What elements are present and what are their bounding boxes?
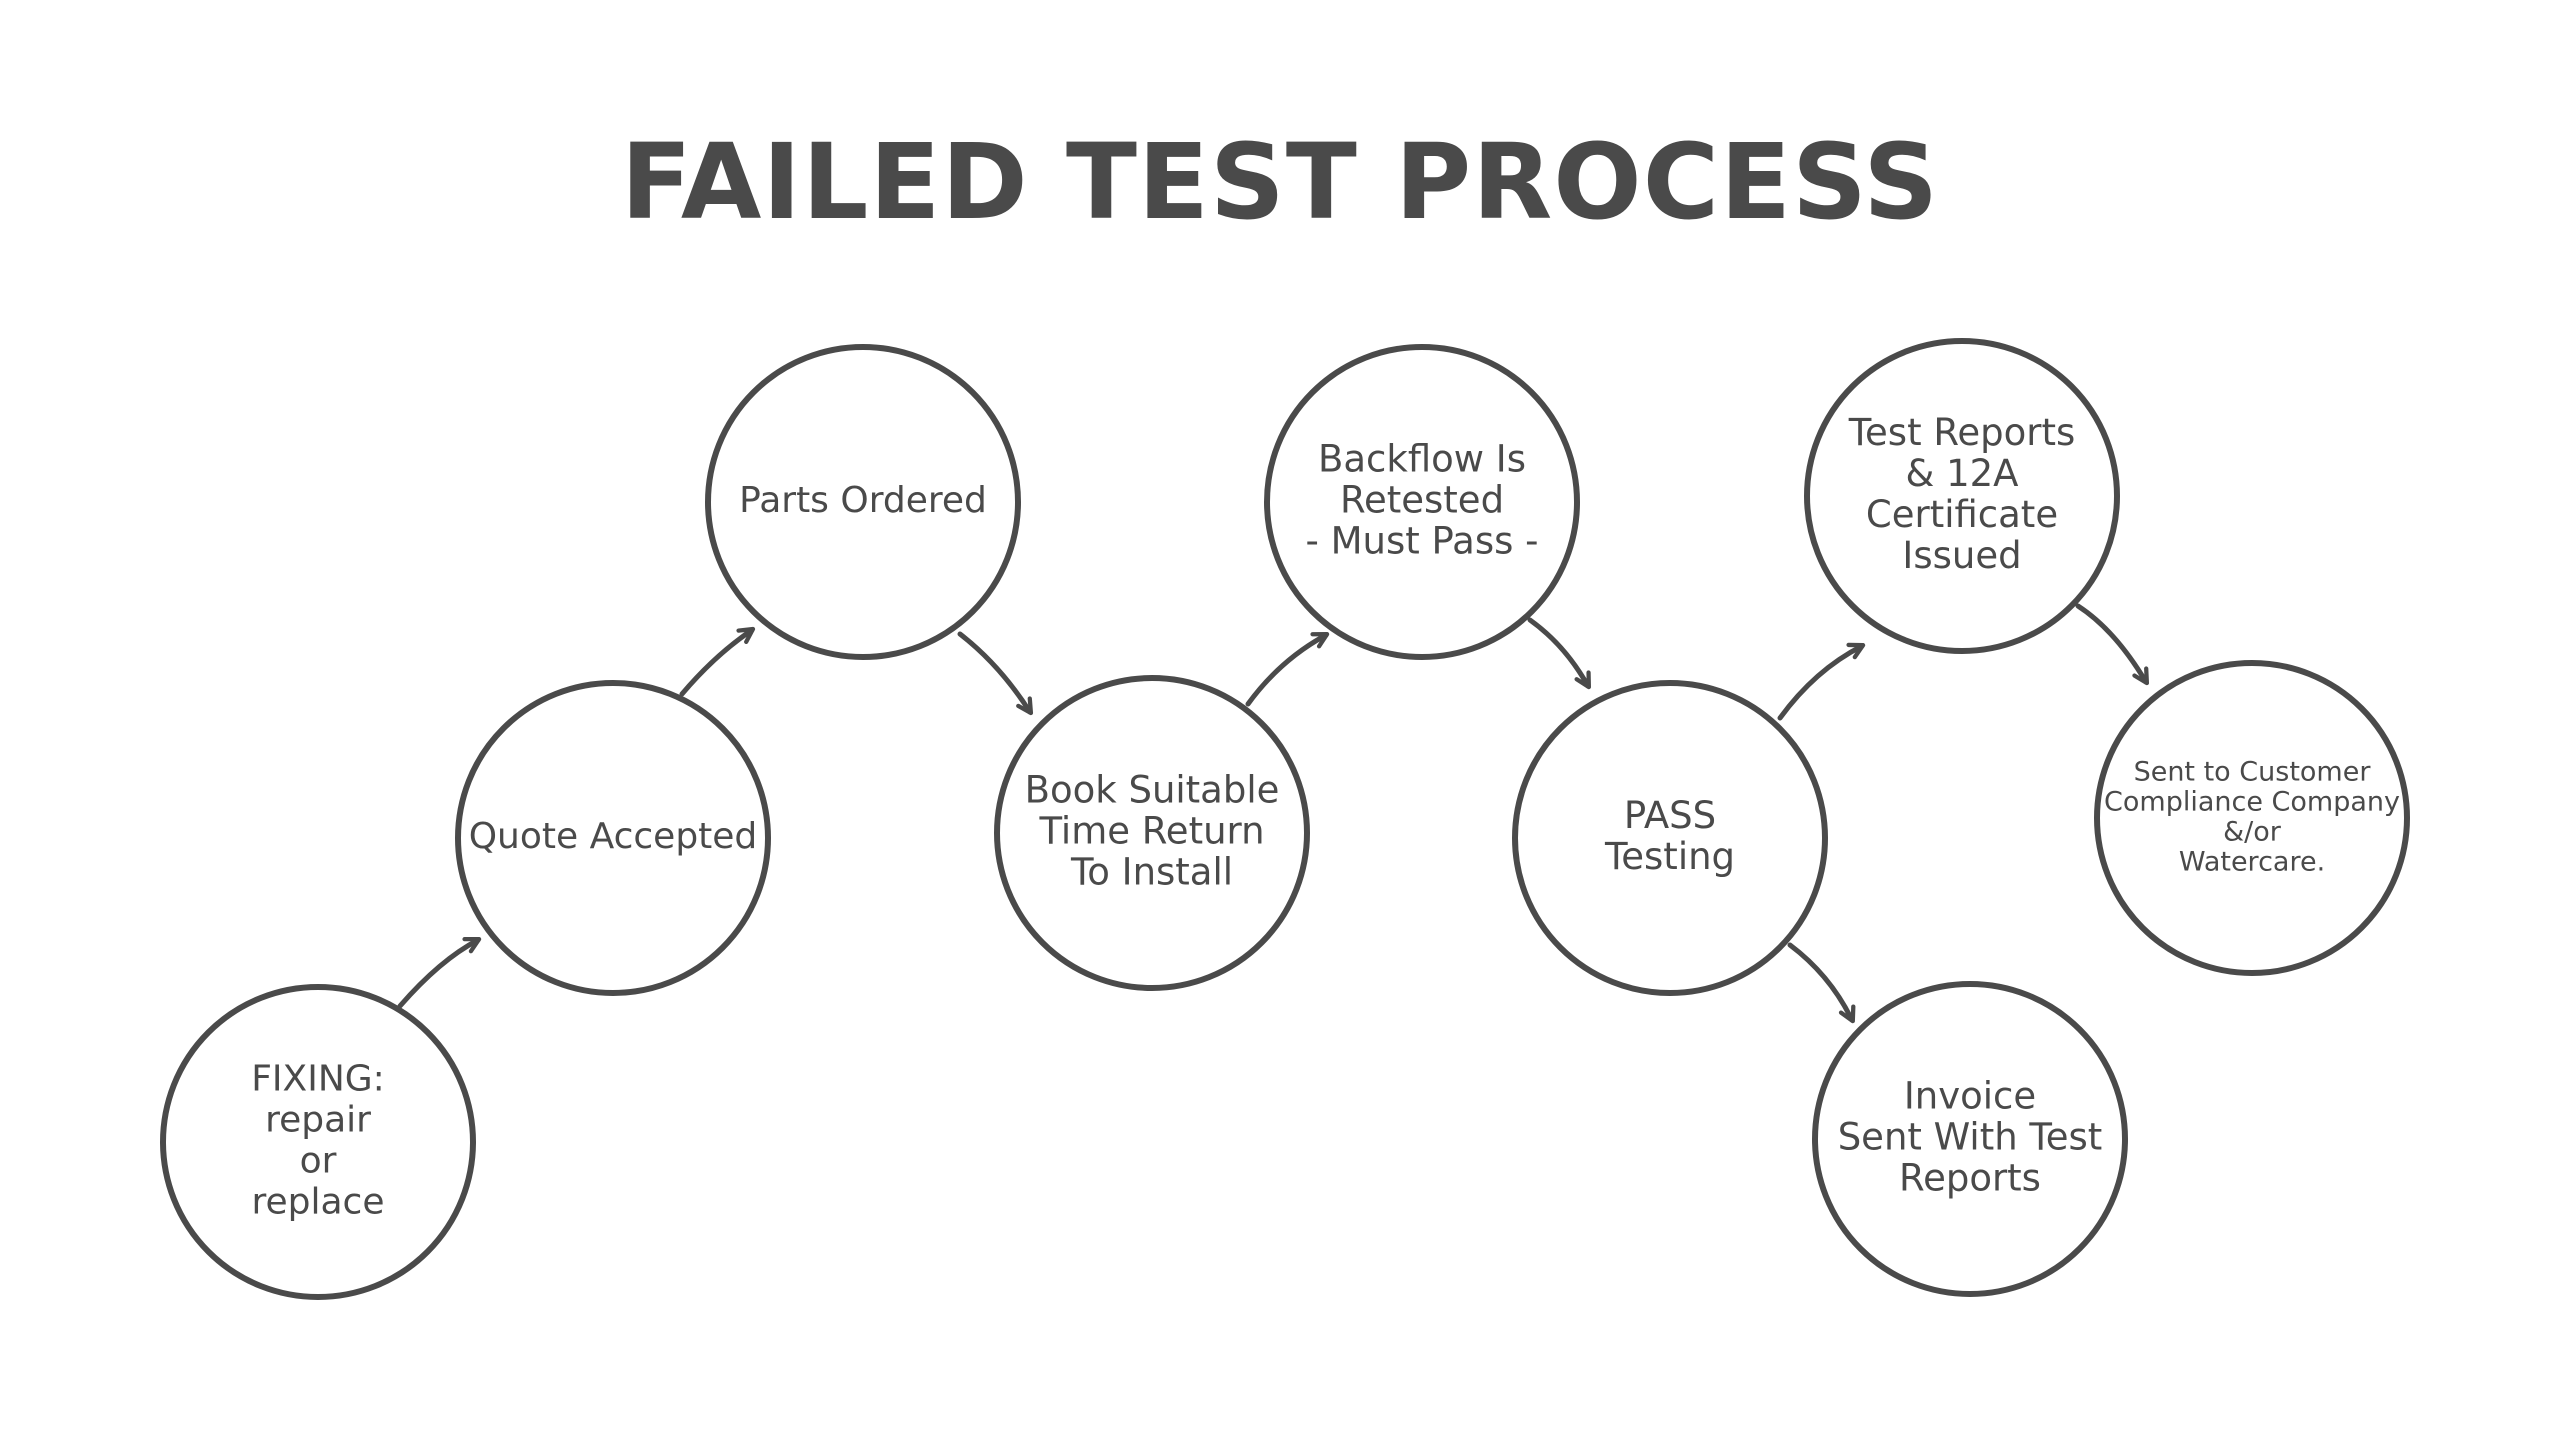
node-label-line: To Install <box>1070 851 1233 894</box>
node-label-line: Test Reports <box>1848 411 2076 454</box>
node-label-line: Issued <box>1902 534 2021 577</box>
node-label-line: Parts Ordered <box>739 480 987 521</box>
node-label-line: Invoice <box>1904 1075 2036 1118</box>
arrow-test-reports-issued-to-sent-to-customer <box>2075 603 2150 686</box>
node-label-line: Retested <box>1340 479 1504 522</box>
arrow-book-suitable-time-to-backflow-retested <box>1245 632 1330 707</box>
node-label-line: & 12A <box>1905 452 2018 495</box>
arrow-backflow-retested-to-pass-testing <box>1527 617 1591 690</box>
node-label-line: Book Suitable <box>1025 769 1280 812</box>
arrow-parts-ordered-to-book-suitable-time <box>957 631 1034 716</box>
node-label-line: Backflow Is <box>1318 438 1526 481</box>
node-quote-accepted: Quote Accepted <box>455 680 771 996</box>
node-label-line: FIXING: <box>251 1059 385 1100</box>
node-label-line: replace <box>251 1182 384 1223</box>
node-circle <box>1512 680 1828 996</box>
node-label-line: Compliance Company <box>2104 787 2400 818</box>
node-label-line: Reports <box>1899 1157 2041 1200</box>
edges-layer <box>397 603 2150 1024</box>
node-label-line: - Must Pass - <box>1305 520 1538 563</box>
node-label-line: &/or <box>2223 817 2282 848</box>
page-title: FAILED TEST PROCESS <box>620 121 1940 243</box>
node-label-line: Quote Accepted <box>469 816 758 857</box>
node-circle <box>455 680 771 996</box>
arrow-pass-testing-to-invoice-sent <box>1787 942 1856 1024</box>
node-circle <box>1264 344 1580 660</box>
node-circle <box>1812 981 2128 1297</box>
node-label-line: Sent With Test <box>1838 1116 2103 1159</box>
node-circle <box>994 675 1310 991</box>
arrow-quote-accepted-to-parts-ordered <box>679 626 756 697</box>
node-label-line: Watercare. <box>2179 847 2325 878</box>
node-label-line: or <box>300 1141 337 1182</box>
node-label-line: PASS <box>1624 794 1716 837</box>
node-circle <box>705 344 1021 660</box>
node-circle <box>1804 338 2120 654</box>
node-label-line: repair <box>265 1100 371 1141</box>
node-label-line: Testing <box>1604 835 1735 878</box>
arrow-pass-testing-to-test-reports-issued <box>1777 642 1866 721</box>
node-label-line: Sent to Customer <box>2134 757 2372 788</box>
arrow-fixing-to-quote-accepted <box>397 936 482 1009</box>
node-label-line: Time Return <box>1038 810 1264 853</box>
node-circle <box>2094 660 2410 976</box>
node-parts-ordered: Parts Ordered <box>705 344 1021 660</box>
node-label-line: Certificate <box>1866 493 2058 536</box>
node-circle <box>160 984 476 1300</box>
